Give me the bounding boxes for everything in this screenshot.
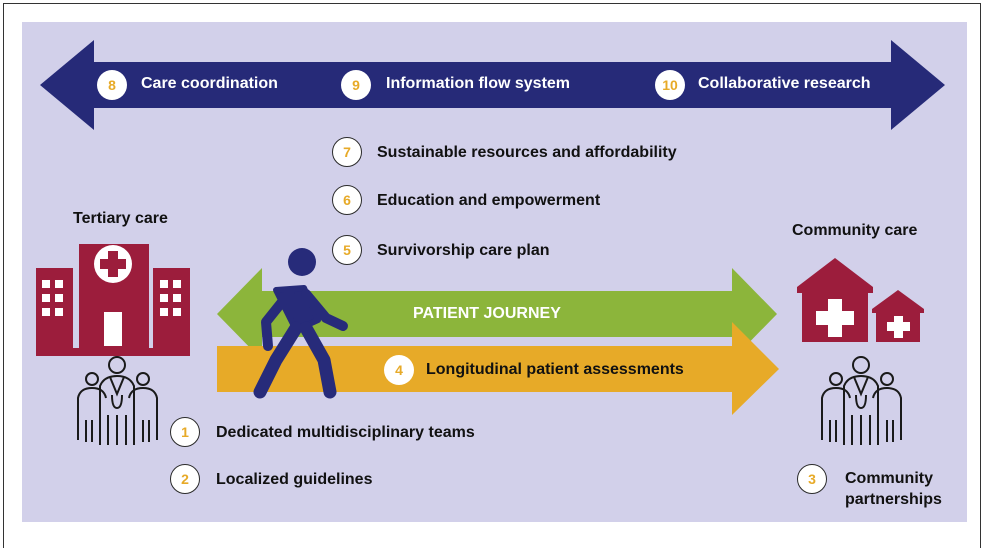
- badge-9: 9: [341, 70, 371, 100]
- care-coordination-label: Care coordination: [141, 75, 278, 92]
- badge-3: 3: [797, 464, 827, 494]
- frame-border: [3, 3, 981, 548]
- badge-1: 1: [170, 417, 200, 447]
- journey-arrow-shape: [217, 268, 777, 360]
- badge-5: 5: [332, 235, 362, 265]
- badge-6: 6: [332, 185, 362, 215]
- top-arrow-shape: [40, 40, 945, 130]
- badge-2: 2: [170, 464, 200, 494]
- multidisciplinary-teams-label: Dedicated multidisciplinary teams: [216, 424, 475, 441]
- assessment-arrow-shape: [217, 322, 779, 415]
- sustainable-resources-label: Sustainable resources and affordability: [377, 144, 677, 161]
- tertiary-care-title: Tertiary care: [73, 210, 168, 227]
- longitudinal-assessments-label: Longitudinal patient assessments: [426, 361, 684, 378]
- patient-journey-label: PATIENT JOURNEY: [413, 305, 561, 322]
- badge-10: 10: [655, 70, 685, 100]
- education-empowerment-label: Education and empowerment: [377, 192, 601, 209]
- badge-7: 7: [332, 137, 362, 167]
- community-partnerships-label-line1: Community: [845, 470, 933, 487]
- information-flow-label: Information flow system: [386, 75, 571, 92]
- localized-guidelines-label: Localized guidelines: [216, 471, 373, 488]
- badge-8: 8: [97, 70, 127, 100]
- collaborative-research-label: Collaborative research: [698, 75, 871, 92]
- badge-4: 4: [384, 355, 414, 385]
- survivorship-plan-label: Survivorship care plan: [377, 242, 550, 259]
- community-partnerships-label-line2: partnerships: [845, 491, 942, 508]
- community-care-title: Community care: [792, 222, 918, 239]
